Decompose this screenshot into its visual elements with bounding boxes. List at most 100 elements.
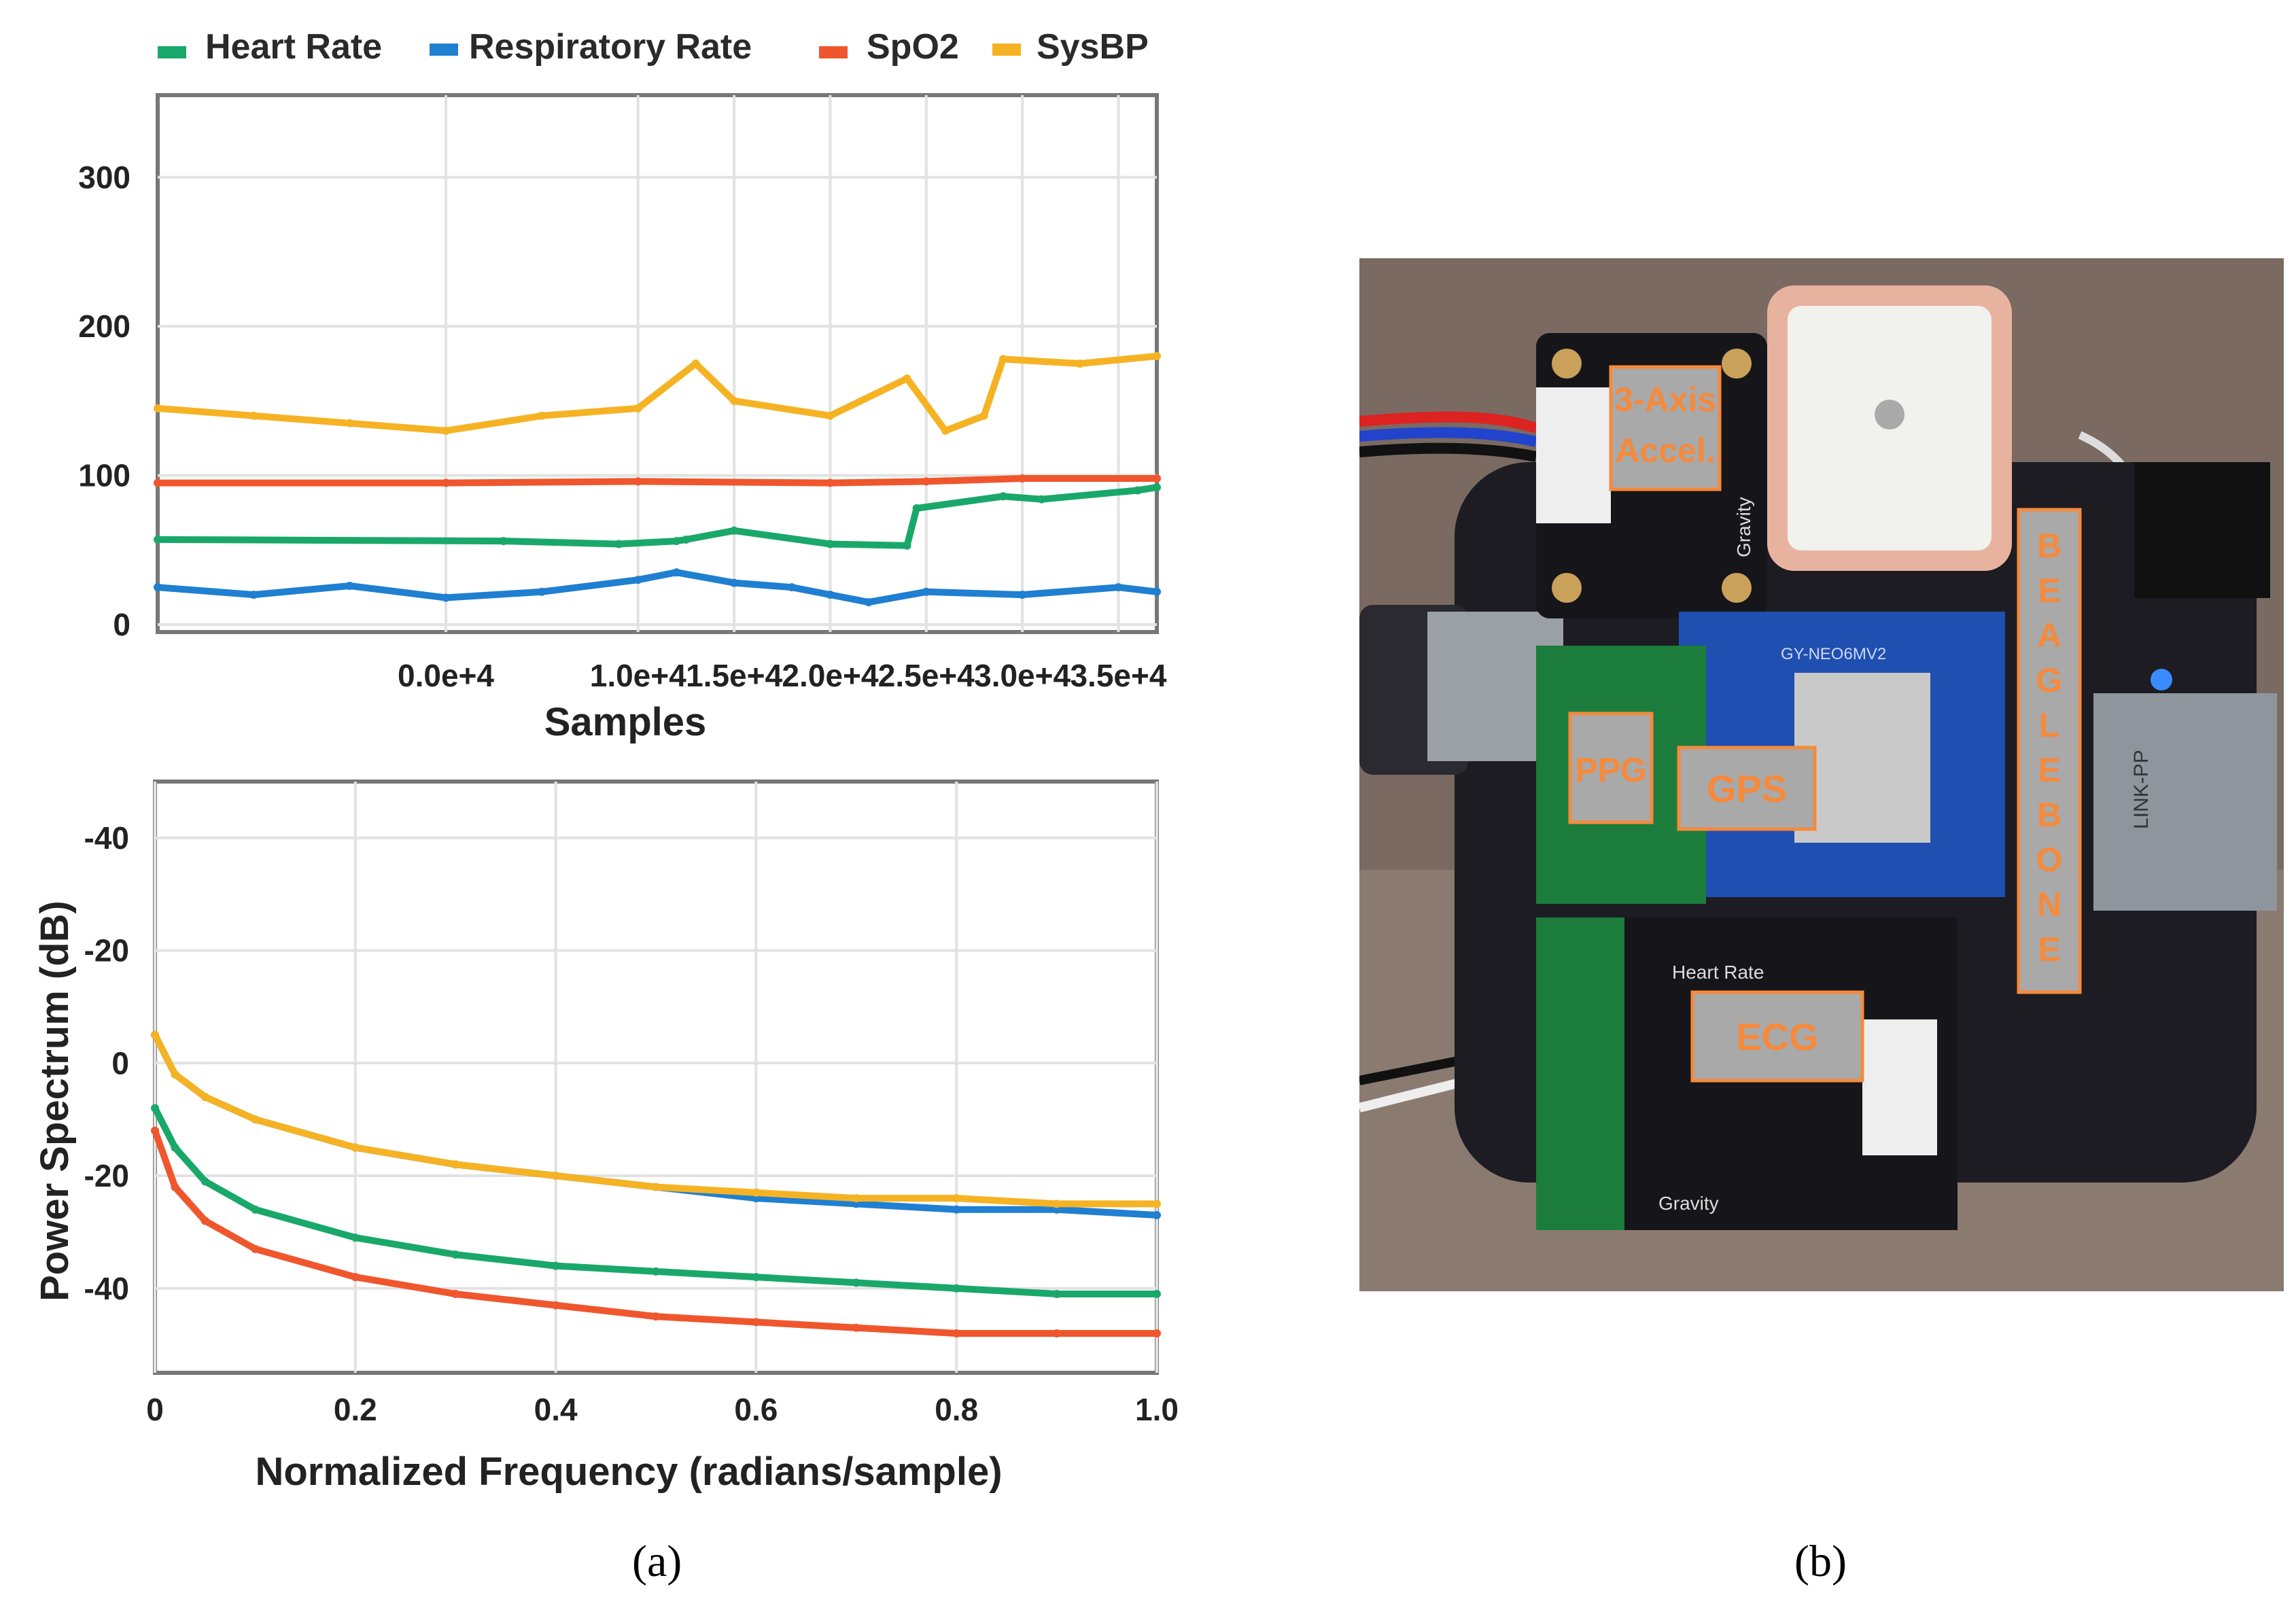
data-point [752, 1194, 761, 1203]
x-tick-label: 3.5e+4 [1070, 658, 1166, 693]
data-point [171, 1183, 179, 1191]
data-point [151, 1126, 159, 1135]
cable-black [1359, 442, 1537, 462]
chart2-series [151, 1030, 1161, 1337]
data-point [1114, 583, 1123, 592]
data-point [451, 1250, 460, 1259]
label-accelerometer: 3-Axis Accel. [1609, 365, 1722, 491]
y-tick-label: 300 [78, 160, 131, 195]
beaglebone-letter: E [2038, 930, 2060, 968]
battery [2134, 462, 2270, 598]
legend-swatch-spo2 [819, 46, 848, 58]
data-point [752, 1188, 761, 1197]
data-point [922, 477, 930, 486]
data-point [451, 1290, 460, 1298]
data-point [1153, 474, 1161, 483]
data-point [852, 1278, 860, 1287]
chart1-x-axis-title: Samples [544, 700, 707, 744]
data-point [633, 404, 642, 413]
legend-item-heart-rate: Heart Rate [158, 27, 382, 67]
mount-hole [1552, 349, 1582, 379]
data-point [1052, 1205, 1061, 1214]
y-tick-label: -20 [84, 933, 129, 968]
data-point [682, 535, 691, 544]
data-point [691, 360, 700, 368]
data-point [652, 1267, 660, 1276]
data-point [1052, 1329, 1061, 1337]
label-text: ECG [1736, 1015, 1818, 1058]
beaglebone-letter: E [2038, 751, 2060, 789]
chart2-grid [154, 782, 1158, 1373]
x-tick-label: 0.4 [534, 1392, 578, 1427]
data-point [1153, 1290, 1161, 1298]
x-tick-label: 2.0e+4 [782, 658, 878, 693]
data-point [730, 396, 739, 405]
data-point [171, 1070, 179, 1079]
label-box [1677, 746, 1817, 831]
beaglebone-letter: B [2037, 796, 2062, 834]
data-point [249, 591, 258, 599]
data-point [922, 587, 930, 596]
legend-label-spo2: SpO2 [867, 27, 959, 67]
data-point [730, 578, 739, 587]
data-point [551, 1172, 560, 1180]
data-point [1018, 591, 1027, 599]
caption-a: (a) [632, 1537, 682, 1586]
beaglebone-letter: B [2037, 527, 2062, 565]
data-point [442, 593, 451, 602]
gps-chip [1794, 673, 1930, 843]
data-point [826, 478, 835, 487]
label-ecg: ECG [1690, 990, 1864, 1083]
mount-hole [1722, 573, 1752, 603]
data-point [351, 1143, 360, 1152]
beaglebone-letter: E [2038, 572, 2060, 610]
data-point [1052, 1200, 1061, 1208]
data-point [442, 426, 451, 435]
legend-swatch-sysbp [992, 43, 1021, 56]
chart1-series [154, 352, 1161, 607]
led-blue [2151, 669, 2172, 690]
jst-connector [1536, 387, 1611, 523]
data-point [952, 1205, 961, 1214]
figure-a-charts: Heart Rate Respiratory Rate SpO2 SysBP 0… [33, 27, 1179, 1494]
data-point [538, 587, 546, 596]
legend-label-respiratory-rate: Respiratory Rate [469, 27, 752, 67]
data-point [730, 526, 739, 535]
beaglebone-letter: N [2037, 886, 2062, 924]
data-point [826, 540, 835, 548]
data-point [1018, 474, 1027, 483]
chart1-plot-area [156, 93, 1159, 634]
ecg-connector [1862, 1019, 1937, 1155]
beaglebone-letter: A [2037, 616, 2062, 654]
data-point [154, 404, 162, 413]
label-box [1609, 365, 1722, 491]
data-point [652, 1183, 660, 1191]
data-point [952, 1284, 961, 1293]
data-point [941, 426, 950, 435]
data-point [154, 478, 162, 487]
data-point [201, 1093, 209, 1101]
ecg-protoboard [1536, 917, 1624, 1230]
data-point [912, 504, 921, 512]
gravity-print-bottom: Gravity [1658, 1193, 1719, 1214]
data-point [903, 541, 911, 550]
beaglebone-letter: L [2039, 706, 2060, 744]
cable-red [1359, 411, 1538, 434]
cable-blue [1359, 427, 1537, 447]
data-point [345, 581, 354, 590]
data-point [151, 1030, 159, 1039]
legend-item-respiratory-rate: Respiratory Rate [430, 27, 752, 67]
caption-b: (b) [1794, 1537, 1847, 1586]
legend-item-spo2: SpO2 [819, 27, 959, 67]
data-point [251, 1115, 260, 1124]
data-point [1153, 1211, 1161, 1219]
x-tick-label: 0.8 [935, 1392, 978, 1427]
beaglebone-letter: O [2036, 841, 2063, 879]
x-tick-label: 2.5e+4 [878, 658, 975, 693]
data-point [826, 411, 835, 420]
data-point [852, 1323, 860, 1332]
label-box [1690, 990, 1864, 1083]
y-tick-label: -20 [84, 1158, 129, 1193]
gps-antenna-pin [1875, 400, 1904, 430]
